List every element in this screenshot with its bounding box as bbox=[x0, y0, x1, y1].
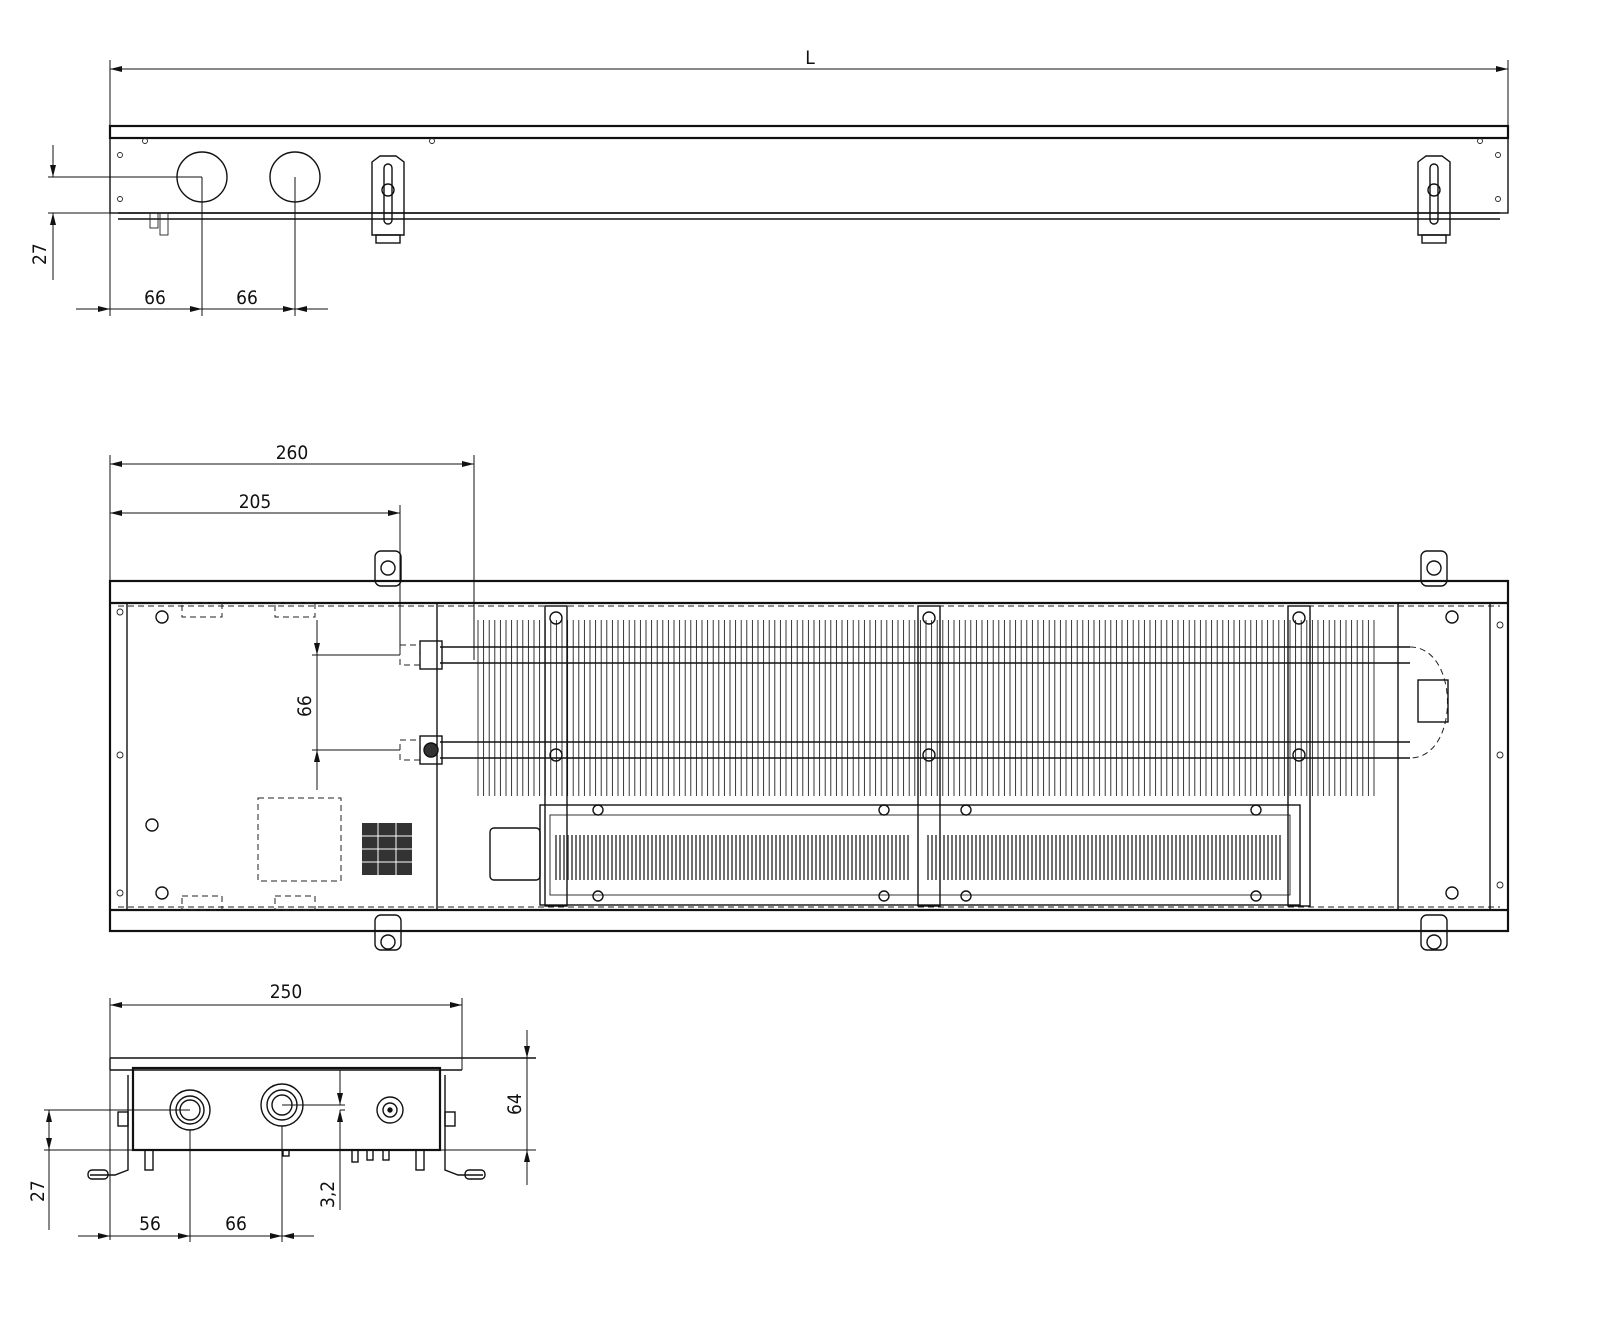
dim-260-label: 260 bbox=[276, 442, 309, 464]
front-spacing-1: 66 bbox=[144, 287, 166, 309]
dim-205-label: 205 bbox=[239, 491, 272, 513]
mounting-bracket-left bbox=[371, 155, 405, 244]
housing-outline bbox=[108, 579, 1510, 933]
heat-exchanger-pipes bbox=[399, 640, 1449, 765]
mounting-bracket-right bbox=[1417, 155, 1451, 244]
pipe-spacing-label: 66 bbox=[294, 695, 316, 717]
front-spacing-2: 66 bbox=[236, 287, 258, 309]
dim-66-label: 66 bbox=[225, 1213, 247, 1235]
width-250-label: 250 bbox=[270, 981, 303, 1003]
side-view: 250 64 27 bbox=[27, 981, 536, 1242]
tangential-fan-unit bbox=[489, 804, 1301, 906]
front-view: L 27 bbox=[29, 47, 1510, 316]
terminal-block bbox=[362, 823, 412, 875]
section-height-27-label: 27 bbox=[27, 1180, 49, 1202]
length-label: L bbox=[805, 47, 815, 69]
housing-section bbox=[131, 1066, 442, 1152]
plan-view: 260 205 bbox=[108, 442, 1510, 951]
top-grille-bar bbox=[108, 124, 1510, 140]
height-64-label: 64 bbox=[504, 1093, 526, 1115]
control-box-outline bbox=[257, 797, 342, 882]
dim-56-label: 56 bbox=[139, 1213, 161, 1235]
offset-32-label: 3,2 bbox=[317, 1181, 339, 1208]
front-height-label: 27 bbox=[29, 243, 51, 265]
heat-exchanger-fins bbox=[477, 620, 1375, 796]
plan-brackets bbox=[374, 550, 1448, 951]
